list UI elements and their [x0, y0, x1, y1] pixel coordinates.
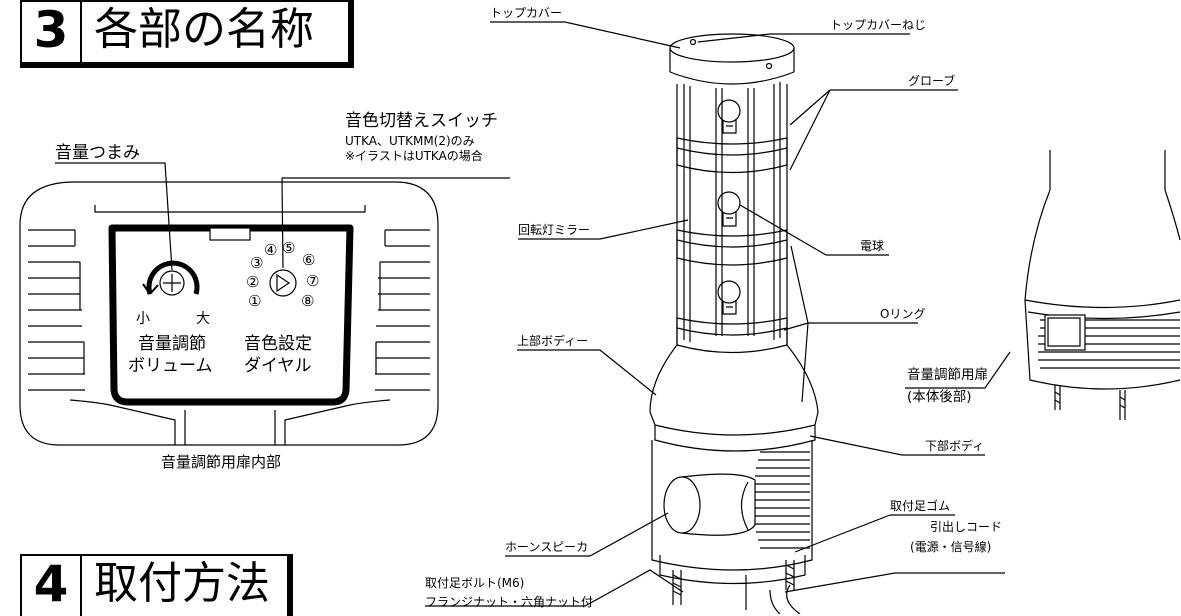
volume-control-label-2: ボリューム	[128, 356, 213, 376]
dial-number-4: ④	[264, 241, 278, 259]
top-cover-screw-label: トップカバーねじ	[830, 18, 927, 32]
dial-number-8: ⑧	[301, 292, 315, 310]
volume-knob-label: 音量つまみ	[55, 143, 140, 163]
panel-caption: 音量調節用扉内部	[161, 453, 282, 471]
volume-door-label-2: (本体後部)	[907, 389, 972, 405]
tone-switch-note-2: ※イラストはUTKAの場合	[345, 149, 483, 163]
tone-dial-drawing	[269, 269, 297, 297]
volume-large-label: 大	[196, 311, 210, 327]
rear-view-drawing	[1024, 150, 1181, 420]
control-panel-drawing	[19, 181, 439, 446]
lower-body-label: 下部ボディ	[925, 439, 985, 453]
horn-speaker-label: ホーンスピーカ	[505, 540, 589, 554]
lead-cord-label-1: 引出しコード	[930, 520, 1003, 534]
o-ring-label: Oリング	[880, 307, 926, 321]
mount-bolt-label-2: フランジナット・六角ナット付	[425, 595, 594, 609]
section-title: 取付方法	[94, 558, 270, 609]
upper-body-label: 上部ボディー	[517, 334, 589, 348]
section-4-header: 4 取付方法	[20, 554, 293, 616]
lead-cord-label-2: (電源・信号線)	[910, 540, 992, 554]
dial-number-1: ①	[248, 292, 262, 310]
dial-number-5: ⑤	[282, 239, 296, 257]
tone-switch-note-1: UTKA、UTKMM(2)のみ	[345, 134, 475, 148]
dial-number-2: ②	[246, 273, 260, 291]
section-title: 各部の名称	[94, 4, 314, 55]
tone-dial-label-1: 音色設定	[244, 334, 312, 354]
volume-control-label-1: 音量調節	[138, 334, 206, 354]
dial-number-6: ⑥	[302, 251, 316, 269]
volume-small-label: 小	[136, 311, 150, 327]
signal-tower-drawing	[649, 33, 819, 614]
mirror-label: 回転灯ミラー	[518, 223, 591, 237]
section-3-header: 3 各部の名称	[20, 0, 354, 68]
tone-dial-label-2: ダイヤル	[244, 356, 312, 376]
volume-knob-drawing	[142, 260, 200, 296]
dial-number-7: ⑦	[306, 272, 320, 290]
dial-number-3: ③	[250, 254, 264, 272]
top-cover-label: トップカバー	[490, 6, 563, 20]
volume-door-label-1: 音量調節用扉	[907, 367, 988, 383]
mount-bolt-label-1: 取付足ボルト(M6)	[425, 576, 525, 590]
bulb-label: 電球	[860, 239, 885, 253]
mount-rubber-label: 取付足ゴム	[890, 499, 951, 513]
section-number: 4	[22, 556, 82, 616]
globe-label: グローブ	[908, 74, 956, 88]
section-number: 3	[22, 2, 82, 62]
tone-switch-label: 音色切替えスイッチ	[345, 111, 498, 131]
